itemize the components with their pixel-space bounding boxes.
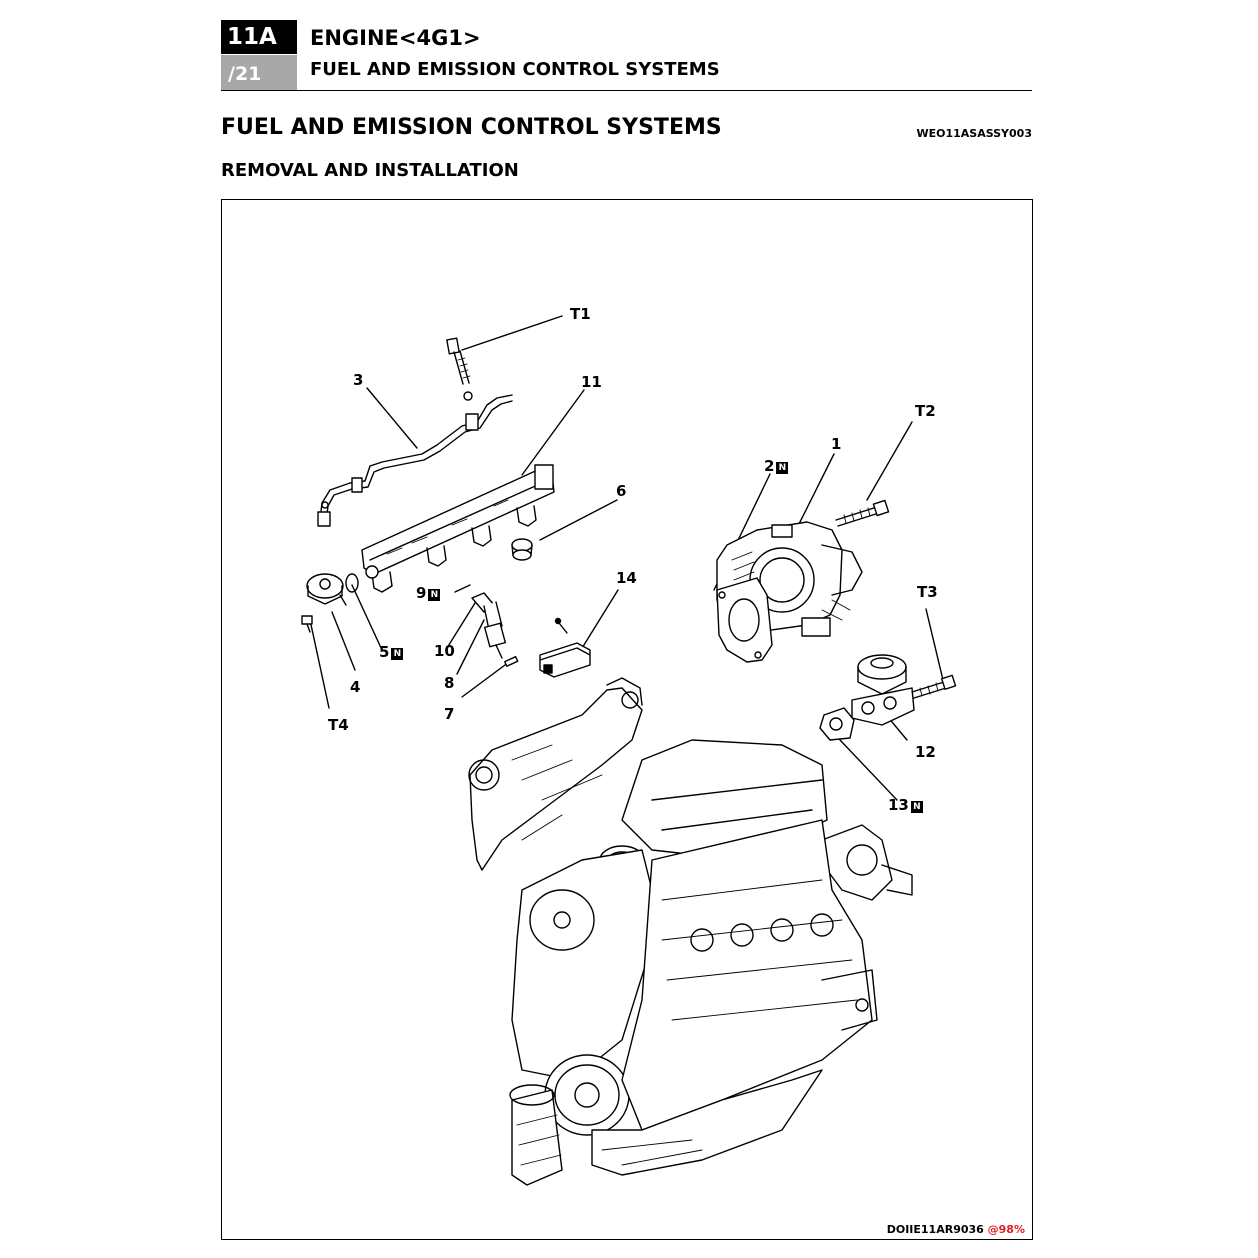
section-number-box: 11A: [221, 20, 297, 54]
injector-parts: [454, 584, 519, 667]
callout-t2: T2: [915, 402, 936, 420]
callout-7: 7: [444, 705, 455, 723]
fuel-pressure-regulator-4: [306, 573, 347, 606]
engine-block: [468, 677, 913, 1186]
egr-valve-12: [851, 654, 915, 726]
gasket-13: [819, 707, 855, 741]
callout-11: 11: [581, 373, 602, 391]
header-subtitle: FUEL AND EMISSION CONTROL SYSTEMS: [310, 59, 720, 80]
fuel-pipe-3: [317, 391, 513, 527]
callout-t4: T4: [328, 716, 349, 734]
callout-t1: T1: [570, 305, 591, 323]
figure-code: DOIIE11AR9036 @98%: [886, 1223, 1025, 1236]
bolt-t2: [835, 499, 890, 527]
new-part-mark: N: [910, 801, 923, 813]
bolt-t1: [446, 337, 471, 385]
bolt-t3: [911, 674, 957, 699]
callout-12: 12: [915, 743, 936, 761]
document-code: WEO11ASASSY003: [916, 127, 1032, 140]
engine-exploded-drawing: [301, 315, 957, 1186]
callout-t3: T3: [917, 583, 938, 601]
page-number-box: /21: [221, 55, 297, 91]
new-part-mark: N: [428, 589, 441, 601]
callout-8: 8: [444, 674, 455, 692]
new-part-mark: N: [776, 462, 789, 474]
bolt-t4: [301, 615, 313, 633]
callout-10: 10: [434, 642, 455, 660]
o-ring-5: [345, 573, 359, 593]
new-part-mark: N: [391, 648, 404, 660]
callout-1: 1: [831, 435, 842, 453]
callout-6: 6: [616, 482, 627, 500]
gasket-2: [716, 577, 773, 663]
header-divider: [221, 90, 1032, 91]
sensor-14: [539, 617, 591, 678]
callout-14: 14: [616, 569, 637, 587]
grommet-6: [511, 538, 533, 561]
leader-lines: [309, 315, 944, 801]
callout-4: 4: [350, 678, 361, 696]
figure-scale: @98%: [987, 1223, 1025, 1236]
page-title: FUEL AND EMISSION CONTROL SYSTEMS: [221, 115, 722, 140]
callout-3: 3: [353, 371, 364, 389]
section-title: REMOVAL AND INSTALLATION: [221, 160, 519, 181]
delivery-pipe-11: [361, 464, 555, 593]
header-title: ENGINE<4G1>: [310, 26, 481, 50]
